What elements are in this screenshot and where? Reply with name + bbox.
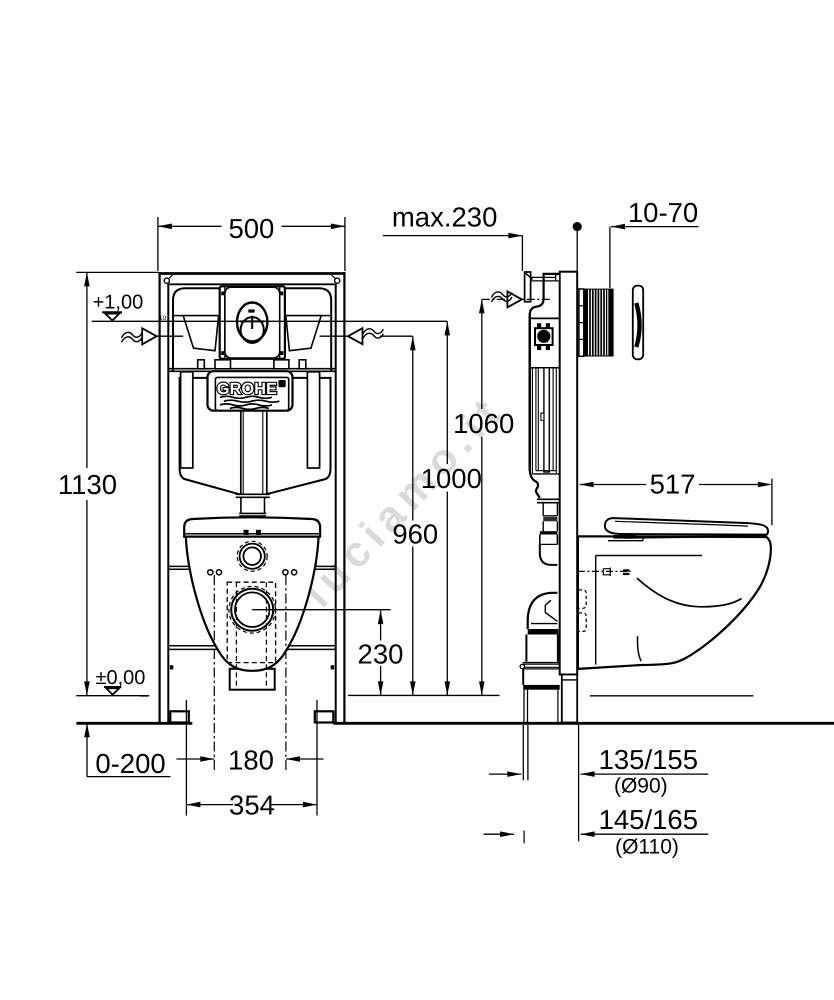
svg-text:517: 517	[650, 468, 696, 499]
svg-text:max.230: max.230	[392, 202, 497, 233]
svg-text:180: 180	[228, 744, 274, 775]
svg-text:1130: 1130	[58, 469, 117, 500]
svg-text:(Ø90): (Ø90)	[614, 774, 668, 797]
svg-text:135/155: 135/155	[599, 744, 698, 775]
svg-text:230: 230	[358, 638, 404, 669]
svg-text:(Ø110): (Ø110)	[615, 835, 679, 858]
svg-text:145/165: 145/165	[599, 804, 698, 835]
svg-text:1000: 1000	[421, 463, 482, 494]
svg-text:10: 10	[159, 315, 167, 322]
svg-text:±0,00: ±0,00	[96, 667, 146, 689]
svg-text:+1,00: +1,00	[93, 291, 144, 313]
svg-text:500: 500	[228, 213, 274, 244]
svg-text:GROHE: GROHE	[217, 380, 277, 398]
svg-text:0-200: 0-200	[95, 748, 165, 779]
svg-text:354: 354	[229, 789, 275, 820]
svg-text:10-70: 10-70	[628, 197, 698, 228]
svg-text:1060: 1060	[453, 408, 514, 439]
svg-text:960: 960	[392, 518, 438, 549]
